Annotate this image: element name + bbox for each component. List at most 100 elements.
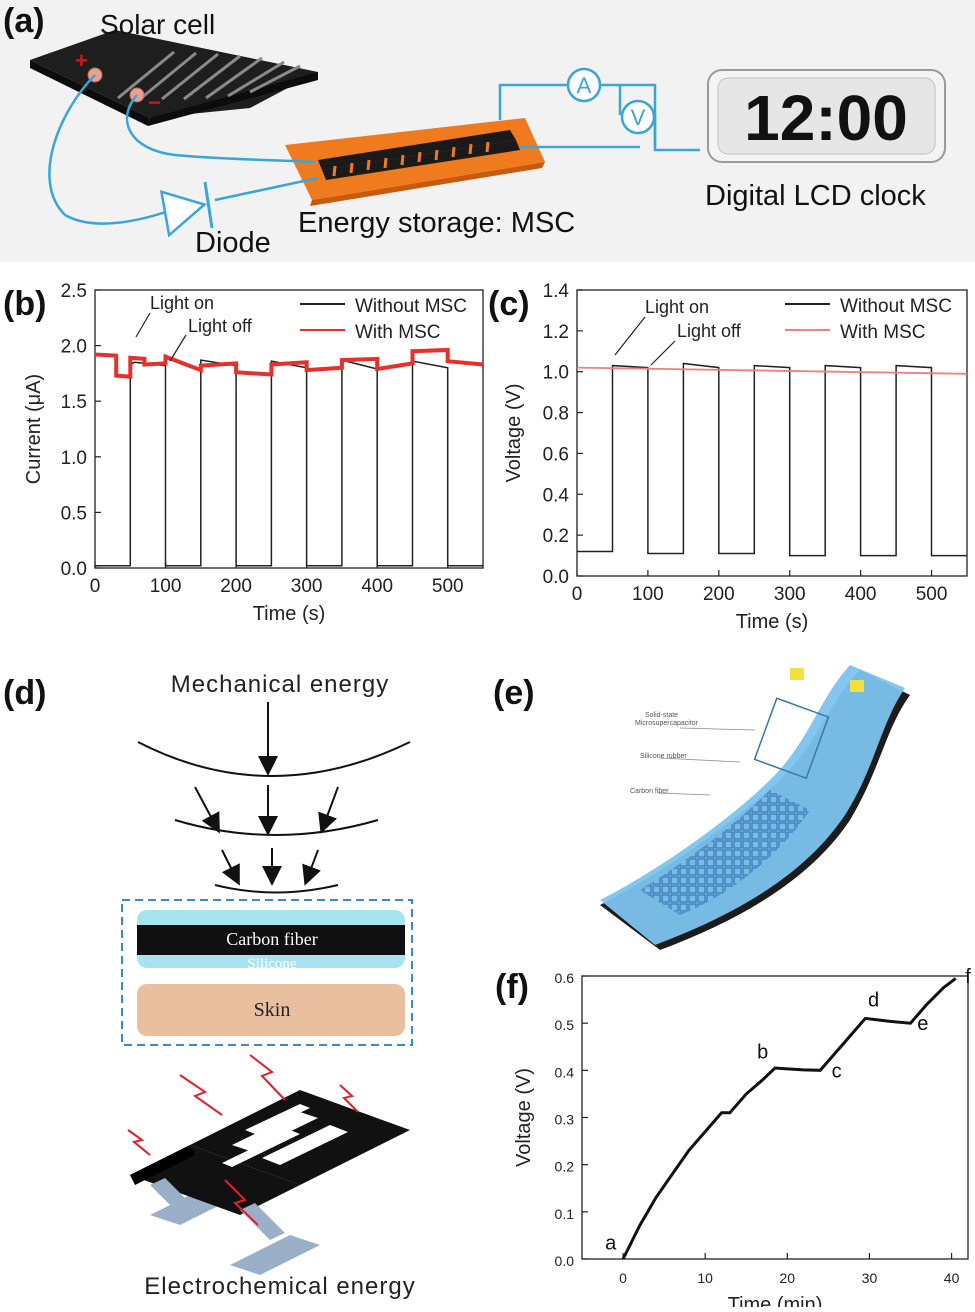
series-line [576,366,968,375]
series-line [95,359,483,567]
series-line [94,347,484,379]
y-tick-label: 0.4 [543,485,570,506]
solar-cell-label: Solar cell [100,9,215,40]
y-axis-label: Voltage (V) [503,384,525,483]
skin-label: Skin [254,999,291,1021]
minus-sign: − [148,90,161,115]
y-tick-label: 0.2 [555,1159,575,1175]
panel-e: Solid-state Microsupercapacitor Silicone… [490,660,975,960]
x-tick-label: 100 [632,584,664,605]
plot-frame [581,975,969,1260]
callout-carbon: Carbon fiber [630,788,669,795]
msc-electrodes [318,130,520,180]
annotation-arrow-off [169,334,187,362]
y-axis-label: Voltage (V) [513,1068,535,1167]
panel-d-label: (d) [3,674,47,712]
point-label-e: e [917,1013,928,1035]
y-tick-label: 0.1 [555,1206,575,1222]
x-tick-label: 200 [703,584,735,605]
x-tick-label: 200 [220,576,252,597]
x-tick-label: 400 [845,584,877,605]
mechanical-energy-label: Mechanical energy [171,671,389,698]
y-tick-label: 0.6 [543,444,569,465]
carbon-fiber-mesh [640,790,810,915]
carbon-fiber-layer [137,925,405,955]
flexible-device-render: Solid-state Microsupercapacitor Silicone… [600,665,910,950]
x-tick-label: 0 [619,1270,627,1286]
x-tick-label: 500 [432,576,464,597]
ammeter: A [566,67,602,103]
y-tick-label: 1.0 [543,363,569,384]
clock-display: 12:00 [744,82,908,154]
y-tick-label: 0.0 [555,1253,575,1269]
y-tick-label: 0.4 [555,1064,575,1080]
x-tick-label: 400 [361,576,393,597]
x-tick-label: 300 [774,584,806,605]
panel-a: + − A V 12:00 [0,0,975,262]
annotation-light-on: Light on [150,293,214,313]
panel-c-label: (c) [488,285,530,323]
mechanical-to-electrochemical-diagram: Mechanical energy Carbon fiber Silicone … [121,671,415,1300]
legend-label: With MSC [840,322,926,343]
callout-msc-2: Microsupercapacitor [635,720,699,727]
series-line [577,362,967,557]
x-tick-label: 20 [780,1270,796,1286]
y-tick-label: 2.0 [61,337,87,358]
msc-substrate-edge [310,162,545,206]
x-tick-label: 30 [862,1270,878,1286]
legend-label: Without MSC [840,296,952,317]
electrode-tab-1 [790,668,804,680]
x-axis-label: Time (s) [736,611,809,633]
ammeter-label: A [577,73,592,98]
plot-frame [94,289,484,569]
layer-stack-box [121,899,413,1046]
solar-cell-edge-left [30,60,150,126]
msc-label: Energy storage: MSC [298,207,575,239]
lcd-clock: 12:00 [707,69,946,163]
electrochemical-energy-label: Electrochemical energy [144,1273,415,1300]
interdigitated-device [130,1090,410,1275]
callout-silicone: Silicone rubber [640,753,687,760]
y-tick-label: 0.3 [555,1112,575,1128]
panel-a-label: (a) [3,2,45,40]
pressure-arrows [194,702,339,886]
annotation-arrow-off [650,340,676,366]
annotation-arrow-on [614,316,646,356]
y-tick-label: 0.8 [543,404,569,425]
point-label-a: a [605,1233,617,1255]
diode-symbol [159,181,214,238]
plot-frame [576,289,968,577]
x-tick-label: 0 [90,576,101,597]
annotation-light-off: Light off [677,321,742,341]
solar-cell-grid-lines [117,50,301,101]
point-label-c: c [832,1060,842,1082]
x-tick-label: 100 [150,576,182,597]
y-tick-label: 0.5 [555,1017,575,1033]
panel-d: Mechanical energy Carbon fiber Silicone … [0,660,490,1307]
panel-f-label: (f) [495,968,529,1006]
x-tick-label: 0 [572,584,583,605]
y-tick-label: 1.2 [543,322,569,343]
x-axis-label: Time (s) [253,603,326,625]
series-line [621,977,957,1260]
circuit-diagram: + − A V 12:00 [0,0,975,262]
y-tick-label: 0.0 [61,559,87,580]
supercapacitor-outline [753,697,830,780]
carbon-fiber-label: Carbon fiber [226,929,317,949]
y-tick-label: 0.5 [61,503,87,524]
silicone-label: Silicone [247,956,297,972]
legend-label: With MSC [355,322,441,343]
x-tick-label: 10 [697,1270,713,1286]
annotation-light-off: Light off [188,316,253,336]
pressure-waves [137,741,411,894]
x-axis-label: Time (min) [728,1294,823,1307]
electrode-tab-2 [850,680,864,692]
diode-label: Diode [195,227,271,259]
point-label-f: f [965,966,971,988]
y-tick-label: 0.0 [543,567,569,588]
